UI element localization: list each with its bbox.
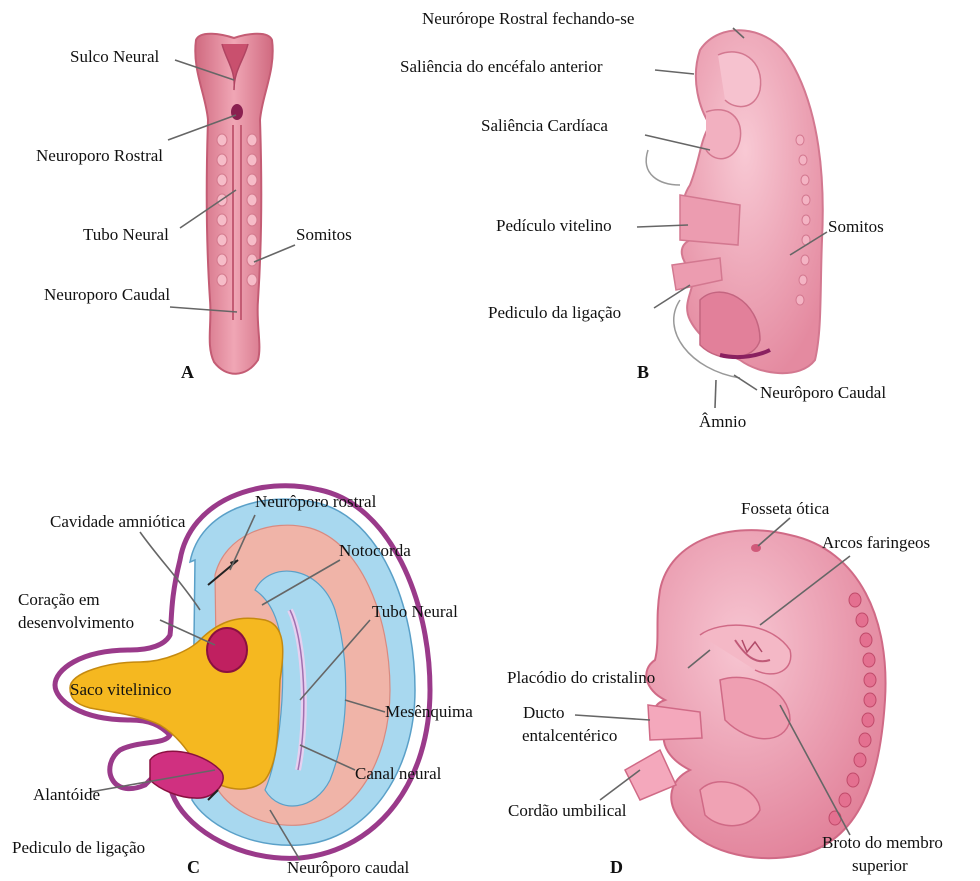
label-c-mesenquima: Mesênquima: [385, 702, 473, 721]
panel-letter-a: A: [181, 362, 194, 382]
label-b-amnio: Âmnio: [699, 412, 746, 431]
label-c-alantoide: Alantóide: [33, 785, 100, 804]
label-a-sulco-neural: Sulco Neural: [70, 47, 160, 66]
label-c-neuroporo-rostral: Neurôporo rostral: [255, 492, 377, 511]
leader-b-cardiaca: [645, 135, 710, 150]
leader-b-amnio: [715, 380, 716, 408]
label-b-somitos: Somitos: [828, 217, 884, 236]
embryo-a-drawing: [195, 34, 272, 374]
panel-a: Sulco Neural Neuroporo Rostral Tubo Neur…: [36, 34, 352, 382]
leader-b-ligacao: [654, 285, 690, 308]
leader-d-ducto: [575, 715, 650, 720]
label-d-arcos-faringeos: Arcos faringeos: [822, 533, 930, 552]
label-c-pediculo-ligacao: Pediculo de ligação: [12, 838, 145, 857]
label-c-tubo-neural: Tubo Neural: [372, 602, 458, 621]
label-b-neuroropo-rostral: Neurórope Rostral fechando-se: [422, 9, 634, 28]
label-d-cordao-umbilical: Cordão umbilical: [508, 801, 627, 820]
label-a-neuroporo-caudal: Neuroporo Caudal: [44, 285, 170, 304]
label-c-saco-vitelinico: Saco vitelinico: [70, 680, 172, 699]
label-a-somitos: Somitos: [296, 225, 352, 244]
panel-b: Neurórope Rostral fechando-se Saliência …: [400, 9, 886, 431]
label-d-ducto-l2: entalcentérico: [522, 726, 617, 745]
label-a-neuroporo-rostral: Neuroporo Rostral: [36, 146, 163, 165]
label-b-neuroporo-caudal: Neurôporo Caudal: [760, 383, 886, 402]
panel-letter-d: D: [610, 857, 623, 877]
label-c-neuroporo-caudal: Neurôporo caudal: [287, 858, 410, 877]
label-d-placodio-cristalino: Placódio do cristalino: [507, 668, 655, 687]
panel-d: Fosseta ótica Arcos faringeos Placódio d…: [507, 499, 943, 877]
leader-b-encefalo: [655, 70, 694, 74]
label-d-fosseta-otica: Fosseta ótica: [741, 499, 830, 518]
panel-c: Cavidade amniótica Neurôporo rostral Not…: [12, 486, 473, 877]
panel-letter-c: C: [187, 857, 200, 877]
label-c-coracao-l1: Coração em: [18, 590, 100, 609]
label-d-ducto-l1: Ducto: [523, 703, 565, 722]
panel-letter-b: B: [637, 362, 649, 382]
label-b-pediculo-ligacao: Pediculo da ligação: [488, 303, 621, 322]
label-c-canal-neural: Canal neural: [355, 764, 442, 783]
label-b-saliencia-encefalo: Saliência do encéfalo anterior: [400, 57, 603, 76]
embryo-d-drawing: [625, 530, 886, 858]
label-c-coracao-l2: desenvolvimento: [18, 613, 134, 632]
leader-b-neuroporo-caudal: [734, 375, 757, 390]
label-b-saliencia-cardiaca: Saliência Cardíaca: [481, 116, 608, 135]
label-c-cavidade-amniotica: Cavidade amniótica: [50, 512, 186, 531]
label-c-notocorda: Notocorda: [339, 541, 411, 560]
label-b-pediculo-vitelino: Pedículo vitelino: [496, 216, 612, 235]
label-d-broto-l2: superior: [852, 856, 908, 875]
label-a-tubo-neural: Tubo Neural: [83, 225, 169, 244]
embryo-b-drawing: [646, 30, 823, 378]
label-d-broto-l1: Broto do membro: [822, 833, 943, 852]
